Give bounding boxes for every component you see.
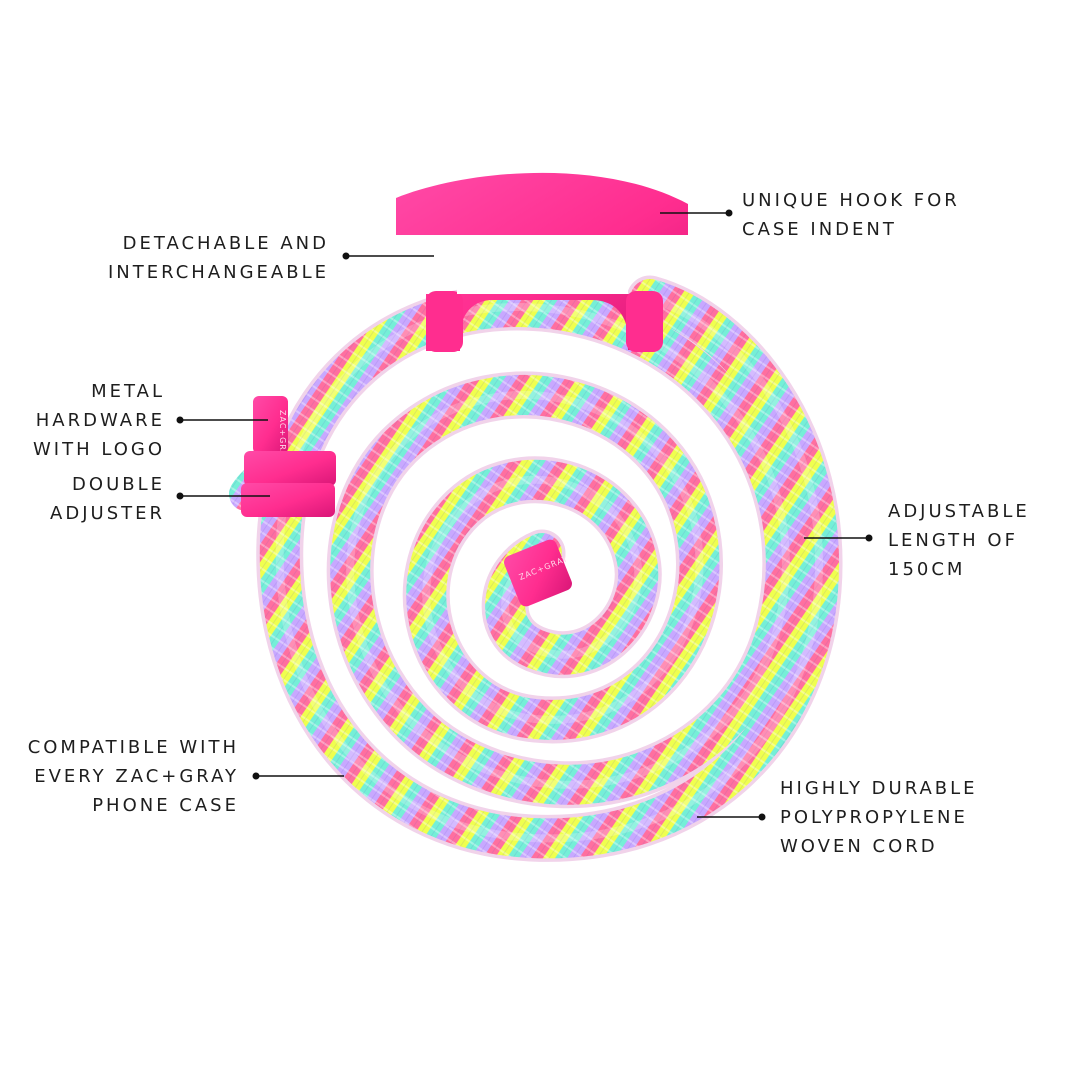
metal-hardware-with-logo: ZAC+GRAY	[253, 396, 288, 462]
durable-line-1: HIGHLY DURABLE	[780, 778, 978, 799]
metal-line-2: HARDWARE	[35, 410, 165, 431]
adjustable-callout-label: ADJUSTABLE LENGTH OF 150CM	[888, 497, 1030, 584]
coiled-woven-cord	[259, 279, 840, 859]
compatible-line-3: PHONE CASE	[92, 795, 239, 816]
center-cord-end: ZAC+GRAY	[504, 539, 572, 607]
double-callout-label: DOUBLE ADJUSTER	[50, 470, 165, 528]
metal-line-3: WITH LOGO	[32, 439, 165, 460]
hook-left-clip	[426, 291, 463, 352]
detachable-callout-label: DETACHABLE AND INTERCHANGEABLE	[108, 229, 329, 287]
hook-line-2: CASE INDENT	[742, 219, 897, 240]
cord-highlight	[275, 295, 824, 843]
hook-line-1: UNIQUE HOOK FOR	[742, 190, 960, 211]
hardware-logo-text: ZAC+GRAY	[278, 410, 287, 462]
detachable-line-1: DETACHABLE AND	[122, 233, 329, 254]
hook-callout-label: UNIQUE HOOK FOR CASE INDENT	[742, 186, 960, 244]
double-line-1: DOUBLE	[72, 474, 165, 495]
hook-right-clip	[626, 291, 663, 352]
durable-callout-label: HIGHLY DURABLE POLYPROPYLENE WOVEN CORD	[780, 774, 978, 861]
logo-hardware-tube	[253, 396, 288, 454]
detachable-line-2: INTERCHANGEABLE	[107, 262, 329, 283]
callout-lines	[176, 209, 873, 821]
compatible-callout-label: COMPATIBLE WITH EVERY ZAC+GRAY PHONE CAS…	[28, 733, 239, 820]
detachable-hook-hardware	[396, 172, 688, 352]
double-line-2: ADJUSTER	[50, 503, 165, 524]
durable-line-2: POLYPROPYLENE	[780, 807, 968, 828]
double-adjuster-lower	[241, 483, 335, 517]
center-logo-hardware	[504, 539, 572, 607]
metal-line-1: METAL	[91, 381, 165, 402]
compatible-line-2: EVERY ZAC+GRAY	[34, 766, 239, 787]
double-adjuster-upper	[244, 451, 336, 486]
hook-inner-opening	[457, 235, 628, 294]
double-adjuster	[241, 451, 336, 517]
adjustable-line-1: ADJUSTABLE	[888, 501, 1030, 522]
metal-callout-label: METAL HARDWARE WITH LOGO	[33, 377, 165, 464]
durable-line-3: WOVEN CORD	[780, 836, 938, 857]
adjustable-line-2: LENGTH OF	[888, 530, 1018, 551]
adjustable-line-3: 150CM	[888, 559, 966, 580]
compatible-line-1: COMPATIBLE WITH	[27, 737, 239, 758]
